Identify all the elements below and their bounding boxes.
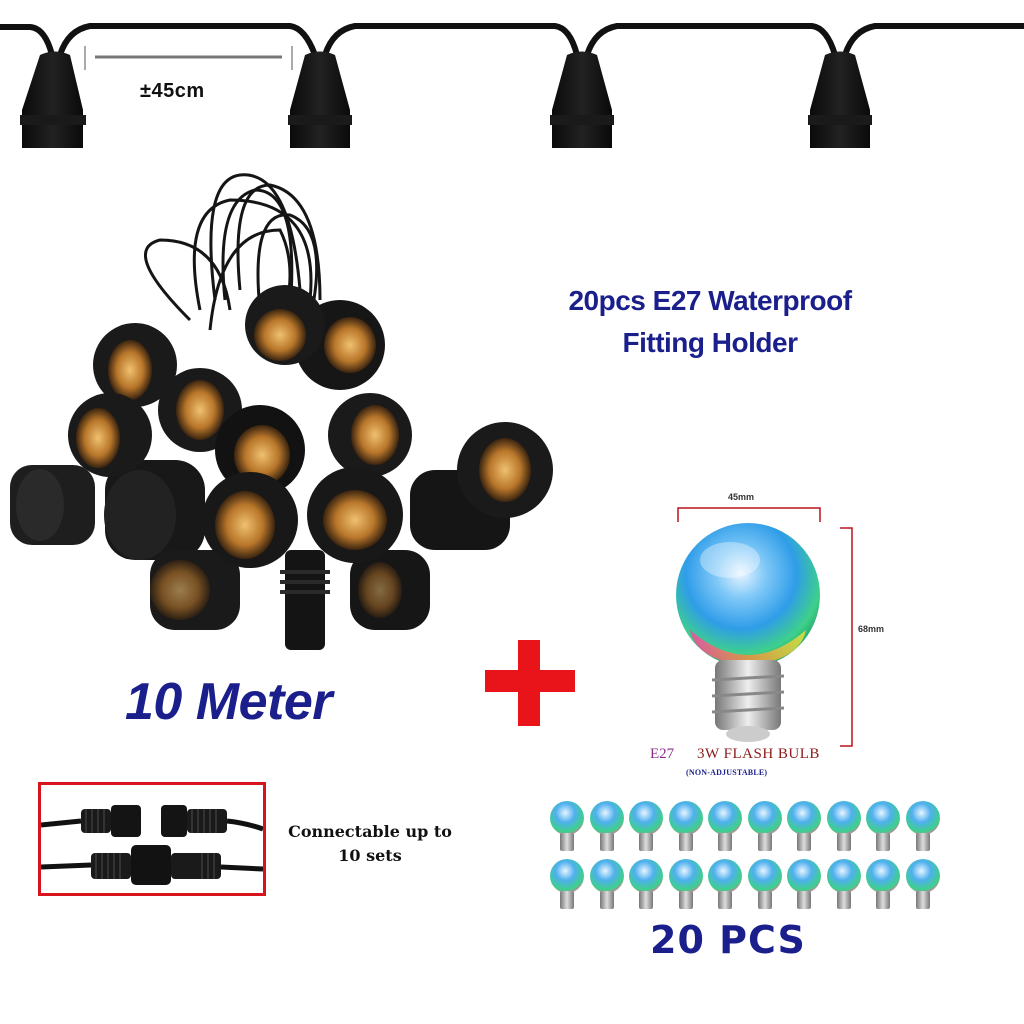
product-headline: 20pcs E27 Waterproof Fitting Holder: [520, 280, 900, 364]
mini-bulb-icon: [866, 801, 900, 851]
connector-image-frame: [38, 782, 266, 896]
bulb-width-label: 45mm: [728, 492, 755, 502]
socket-item: [202, 472, 298, 568]
mini-bulb-icon: [826, 801, 861, 851]
bulb-note-label: (NON-ADJUSTABLE): [686, 768, 768, 777]
mini-bulb-icon: [747, 859, 782, 909]
bulb-grid: [548, 800, 948, 912]
socket-item: [245, 285, 325, 365]
quantity-label: 20 PCS: [650, 918, 806, 962]
plug-connector: [280, 550, 330, 650]
headline-line2: Fitting Holder: [622, 327, 798, 358]
mini-bulb-icon: [905, 801, 940, 851]
mini-bulb-icon: [550, 801, 584, 851]
bulb-name-label: 3W FLASH BULB: [697, 746, 820, 762]
mini-bulb-icon: [589, 859, 624, 909]
mini-bulb-icon: [747, 801, 782, 851]
socket-1: [20, 51, 86, 148]
mini-bulb-icon: [668, 859, 703, 909]
string-cable-diagram: [0, 23, 1024, 148]
socket-item: [457, 422, 553, 518]
mini-bulb-icon: [589, 801, 624, 851]
mini-bulb-icon: [708, 801, 742, 851]
mini-bulb-icon: [826, 859, 861, 909]
mini-bulb-icon: [905, 859, 940, 909]
bulb-base-label: E27: [650, 746, 675, 762]
socket-item: [307, 467, 403, 563]
socket-item: [215, 405, 305, 495]
waterproof-connector-image: [40, 805, 264, 885]
mini-bulb-icon: [668, 801, 703, 851]
mini-bulb-icon: [629, 801, 663, 851]
socket-item: [68, 393, 152, 477]
bulb-height-label: 68mm: [858, 624, 885, 634]
socket-spacing-label: ±45cm: [140, 80, 205, 102]
connectable-caption-line2: 10 sets: [338, 846, 402, 865]
mini-bulb-icon: [866, 859, 900, 909]
mini-bulb-icon: [629, 859, 663, 909]
connectable-caption-line1: Connectable up to: [288, 822, 452, 841]
socket-item: [104, 460, 205, 560]
socket-3: [550, 51, 614, 148]
socket-item: [328, 393, 412, 477]
socket-2: [288, 51, 352, 148]
connectable-caption: Connectable up to 10 sets: [270, 820, 470, 868]
socket-item: [10, 465, 95, 545]
cable-length-label: 10 Meter: [125, 673, 333, 731]
mini-bulb-icon: [787, 859, 821, 909]
rgb-bulb-image: [676, 507, 853, 747]
mini-bulb-icon: [787, 801, 821, 851]
socket-item: [350, 550, 430, 630]
socket-item: [93, 323, 177, 407]
mini-bulb-icon: [708, 859, 742, 909]
socket-item: [150, 550, 240, 630]
mini-bulb-icon: [550, 859, 584, 909]
plus-icon-bar: [485, 670, 575, 692]
socket-4: [808, 51, 872, 148]
socket-cluster-image: [10, 173, 553, 650]
headline-line1: 20pcs E27 Waterproof: [568, 285, 852, 316]
